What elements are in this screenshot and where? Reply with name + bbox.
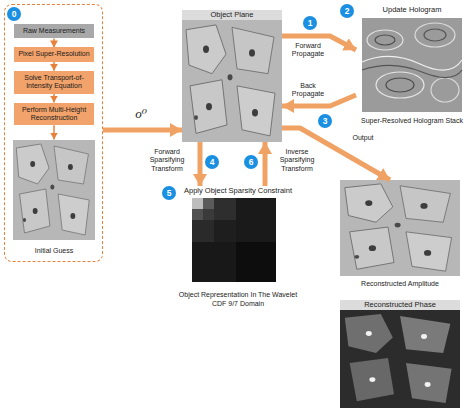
process-box: Raw Measurements	[14, 24, 94, 38]
flow-arrow	[53, 62, 55, 71]
flow-arrow	[198, 142, 203, 186]
flow-arrow	[53, 125, 55, 139]
image-panel: Initial Guess	[13, 140, 96, 256]
callout-number: 3	[318, 114, 332, 128]
image-panel: Reconstructed Amplitude	[340, 180, 460, 288]
image-caption: Initial Guess	[13, 247, 96, 255]
edge-label: Inverse Sparsifying Transform	[272, 148, 322, 173]
process-box: Pixel Super-Resolution	[14, 47, 94, 61]
process-box: Solve Transport-of-Intensity Equation	[14, 71, 94, 94]
image-panel: Object Plane	[182, 10, 282, 142]
image-panel: Reconstructed Phase	[340, 300, 460, 408]
box-text: Raw Measurements	[17, 27, 91, 35]
image-caption: Reconstructed Amplitude	[340, 280, 460, 288]
callout-number: 0	[7, 7, 21, 21]
input-panel: 0Raw MeasurementsPixel Super-ResolutionS…	[4, 4, 103, 262]
edge-label: o⁰	[126, 106, 156, 122]
callout-number: 1	[303, 16, 317, 30]
image-caption: Super-Resolved Hologram Stack	[356, 117, 468, 125]
callout-number: 6	[244, 155, 258, 169]
flow-arrow	[53, 38, 55, 47]
edge-label: Back Propagate	[287, 82, 329, 99]
image-heading: Update Hologram	[356, 5, 468, 14]
edge-label: Output	[348, 134, 378, 142]
box-text: Perform Multi-Height Reconstruction	[17, 106, 91, 123]
image-panel: Apply Object Sparsity ConstraintObject R…	[176, 186, 300, 308]
image-heading: Reconstructed Phase	[340, 300, 460, 310]
image-panel: Update HologramSuper-Resolved Hologram S…	[356, 5, 468, 125]
callout-number: 5	[162, 186, 176, 200]
flow-arrow	[53, 94, 55, 103]
flow-arrow	[263, 142, 268, 186]
edge-label: Forward Sparsifying Transform	[140, 148, 194, 173]
box-text: Solve Transport-of-Intensity Equation	[17, 74, 91, 91]
process-box: Perform Multi-Height Reconstruction	[14, 103, 94, 126]
image-caption: Object Representation In The Wavelet CDF…	[176, 291, 300, 308]
flow-arrow	[103, 128, 182, 133]
callout-number: 2	[340, 4, 354, 18]
callout-number: 4	[205, 155, 219, 169]
image-heading: Object Plane	[182, 10, 282, 20]
edge-label: Forward Propagate	[287, 42, 329, 59]
box-text: Pixel Super-Resolution	[17, 50, 91, 58]
image-heading: Apply Object Sparsity Constraint	[176, 186, 300, 195]
